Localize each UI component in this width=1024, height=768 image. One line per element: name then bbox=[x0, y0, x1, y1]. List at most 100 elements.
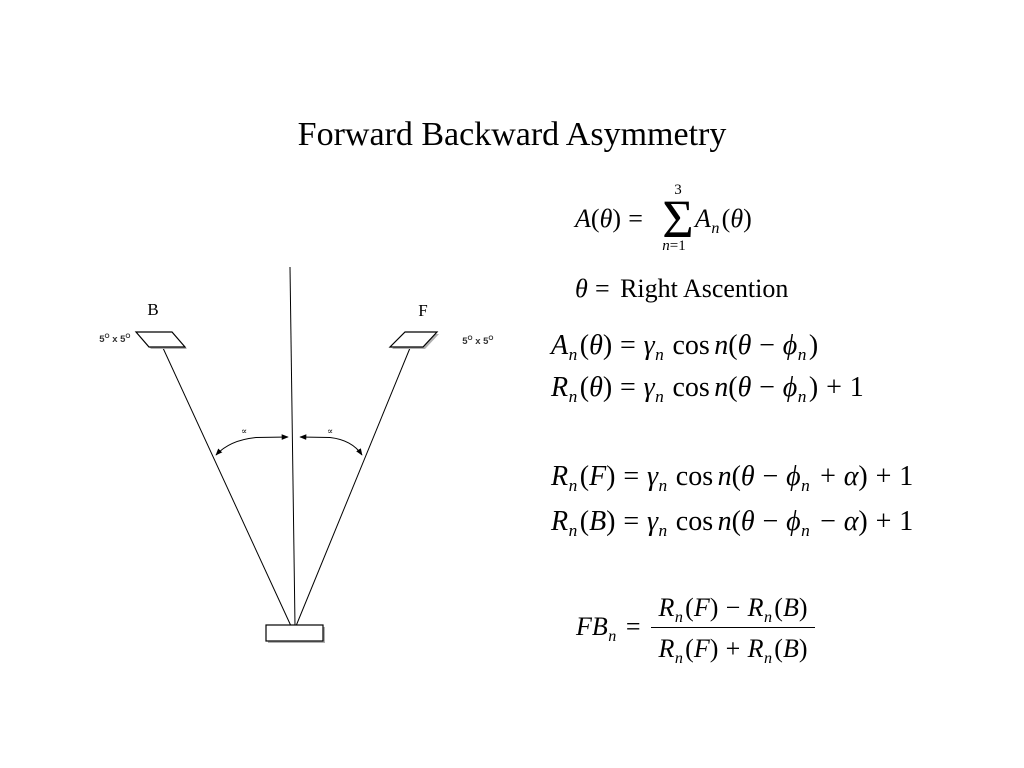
math-variable: γ bbox=[643, 371, 655, 403]
math-symbol: ( bbox=[721, 204, 731, 233]
math-symbol: ( bbox=[731, 460, 741, 492]
math-variable: θ bbox=[737, 329, 752, 361]
math-subscript: n bbox=[711, 219, 720, 237]
total-sum-lhs: A(θ)= bbox=[575, 206, 650, 232]
math-operator: − bbox=[725, 593, 741, 622]
math-symbol: 1 bbox=[849, 371, 864, 403]
backward-label: B bbox=[147, 300, 158, 319]
math-variable: R bbox=[551, 371, 569, 403]
math-function: cos bbox=[672, 371, 710, 403]
size-times-value: x 5 bbox=[110, 334, 127, 345]
math-variable: R bbox=[747, 634, 764, 663]
math-subscript: n bbox=[797, 386, 807, 406]
superscript-o: O bbox=[468, 335, 473, 342]
backward-beam-line bbox=[162, 347, 292, 627]
summation-symbol: Σ bbox=[662, 189, 694, 249]
math-subscript: n bbox=[797, 344, 807, 364]
math-operator: = bbox=[623, 505, 640, 537]
math-operator: = bbox=[595, 274, 610, 303]
forward-aperture-size: 5O x 5O bbox=[449, 332, 501, 347]
math-variable: θ bbox=[589, 371, 603, 403]
math-symbol: ( bbox=[731, 505, 741, 537]
fraction-bar bbox=[651, 627, 815, 628]
math-variable: ϕ bbox=[786, 460, 801, 492]
math-variable: A bbox=[551, 329, 569, 361]
math-operator: + bbox=[875, 505, 892, 537]
math-symbol: ( bbox=[685, 593, 694, 622]
math-variable: F bbox=[576, 612, 592, 641]
math-symbol: ( bbox=[774, 634, 783, 663]
math-subscript: n bbox=[568, 475, 578, 495]
forward-aperture bbox=[388, 331, 439, 348]
math-symbol: ( bbox=[728, 329, 738, 361]
math-symbol: ( bbox=[579, 505, 590, 537]
math-variable: R bbox=[551, 460, 569, 492]
math-symbol: ) bbox=[743, 204, 752, 233]
math-symbol: = bbox=[669, 238, 679, 254]
math-variable: B bbox=[589, 505, 607, 537]
math-operator: + bbox=[875, 460, 892, 492]
math-variable: R bbox=[551, 505, 569, 537]
math-subscript: n bbox=[763, 649, 773, 667]
math-symbol: ( bbox=[579, 371, 590, 403]
math-variable: n bbox=[717, 505, 732, 537]
forward-label: F bbox=[418, 301, 427, 320]
backward-aperture bbox=[134, 331, 187, 348]
math-variable: θ bbox=[589, 329, 603, 361]
math-symbol: ) bbox=[602, 329, 613, 361]
math-subscript: n bbox=[801, 520, 810, 540]
math-symbol: ( bbox=[728, 371, 738, 403]
math-symbol: 1 bbox=[899, 460, 914, 492]
math-variable: θ bbox=[740, 505, 755, 537]
math-symbol: ) bbox=[798, 593, 808, 622]
right-angle-arrow bbox=[299, 434, 363, 456]
math-variable: α bbox=[843, 505, 859, 537]
math-variable: B bbox=[782, 634, 799, 663]
math-operator: − bbox=[759, 371, 775, 403]
size-value: 5 bbox=[462, 336, 468, 347]
left-angle-label: ∝ bbox=[241, 426, 247, 436]
math-subscript: n bbox=[608, 627, 617, 645]
math-operator: = bbox=[619, 371, 636, 403]
math-operator: + bbox=[826, 371, 842, 403]
math-function: cos bbox=[675, 460, 714, 492]
math-subscript: n bbox=[568, 386, 578, 406]
math-subscript: n bbox=[655, 386, 664, 406]
math-operator: = bbox=[623, 460, 640, 492]
math-symbol: ) bbox=[798, 634, 808, 663]
math-symbol: ( bbox=[579, 329, 590, 361]
math-symbol: ) bbox=[858, 505, 868, 537]
math-symbol: ) bbox=[612, 204, 622, 233]
right-angle-label: ∝ bbox=[327, 426, 333, 436]
left-angle-arrow bbox=[215, 434, 289, 456]
math-variable: ϕ bbox=[786, 505, 801, 537]
superscript-o: O bbox=[488, 335, 493, 342]
math-variable: R bbox=[658, 593, 675, 622]
math-operator: − bbox=[762, 505, 779, 537]
math-symbol: ) bbox=[602, 371, 613, 403]
math-variable: R bbox=[658, 634, 675, 663]
detector-box bbox=[265, 624, 324, 642]
math-subscript: n bbox=[674, 649, 683, 667]
forward-beam-line bbox=[295, 347, 411, 627]
math-symbol: ) bbox=[709, 593, 719, 622]
math-function: cos bbox=[672, 329, 710, 361]
math-subscript: n bbox=[568, 520, 578, 540]
math-text: Right Ascention bbox=[620, 274, 789, 303]
math-variable: θ bbox=[599, 204, 613, 233]
math-operator: + bbox=[725, 634, 741, 663]
math-symbol: ) bbox=[606, 460, 616, 492]
math-subscript: n bbox=[763, 608, 773, 626]
asymmetry-lhs: FBn= bbox=[576, 614, 648, 645]
math-variable: B bbox=[782, 593, 799, 622]
math-variable: n bbox=[662, 238, 670, 254]
math-subscript: n bbox=[658, 475, 668, 495]
math-symbol: ) bbox=[709, 634, 719, 663]
math-variable: θ bbox=[740, 460, 755, 492]
slide-title: Forward Backward Asymmetry bbox=[297, 116, 727, 153]
sum-upper-limit: 3 bbox=[674, 182, 682, 198]
math-function: cos bbox=[675, 505, 714, 537]
math-variable: A bbox=[695, 204, 711, 233]
